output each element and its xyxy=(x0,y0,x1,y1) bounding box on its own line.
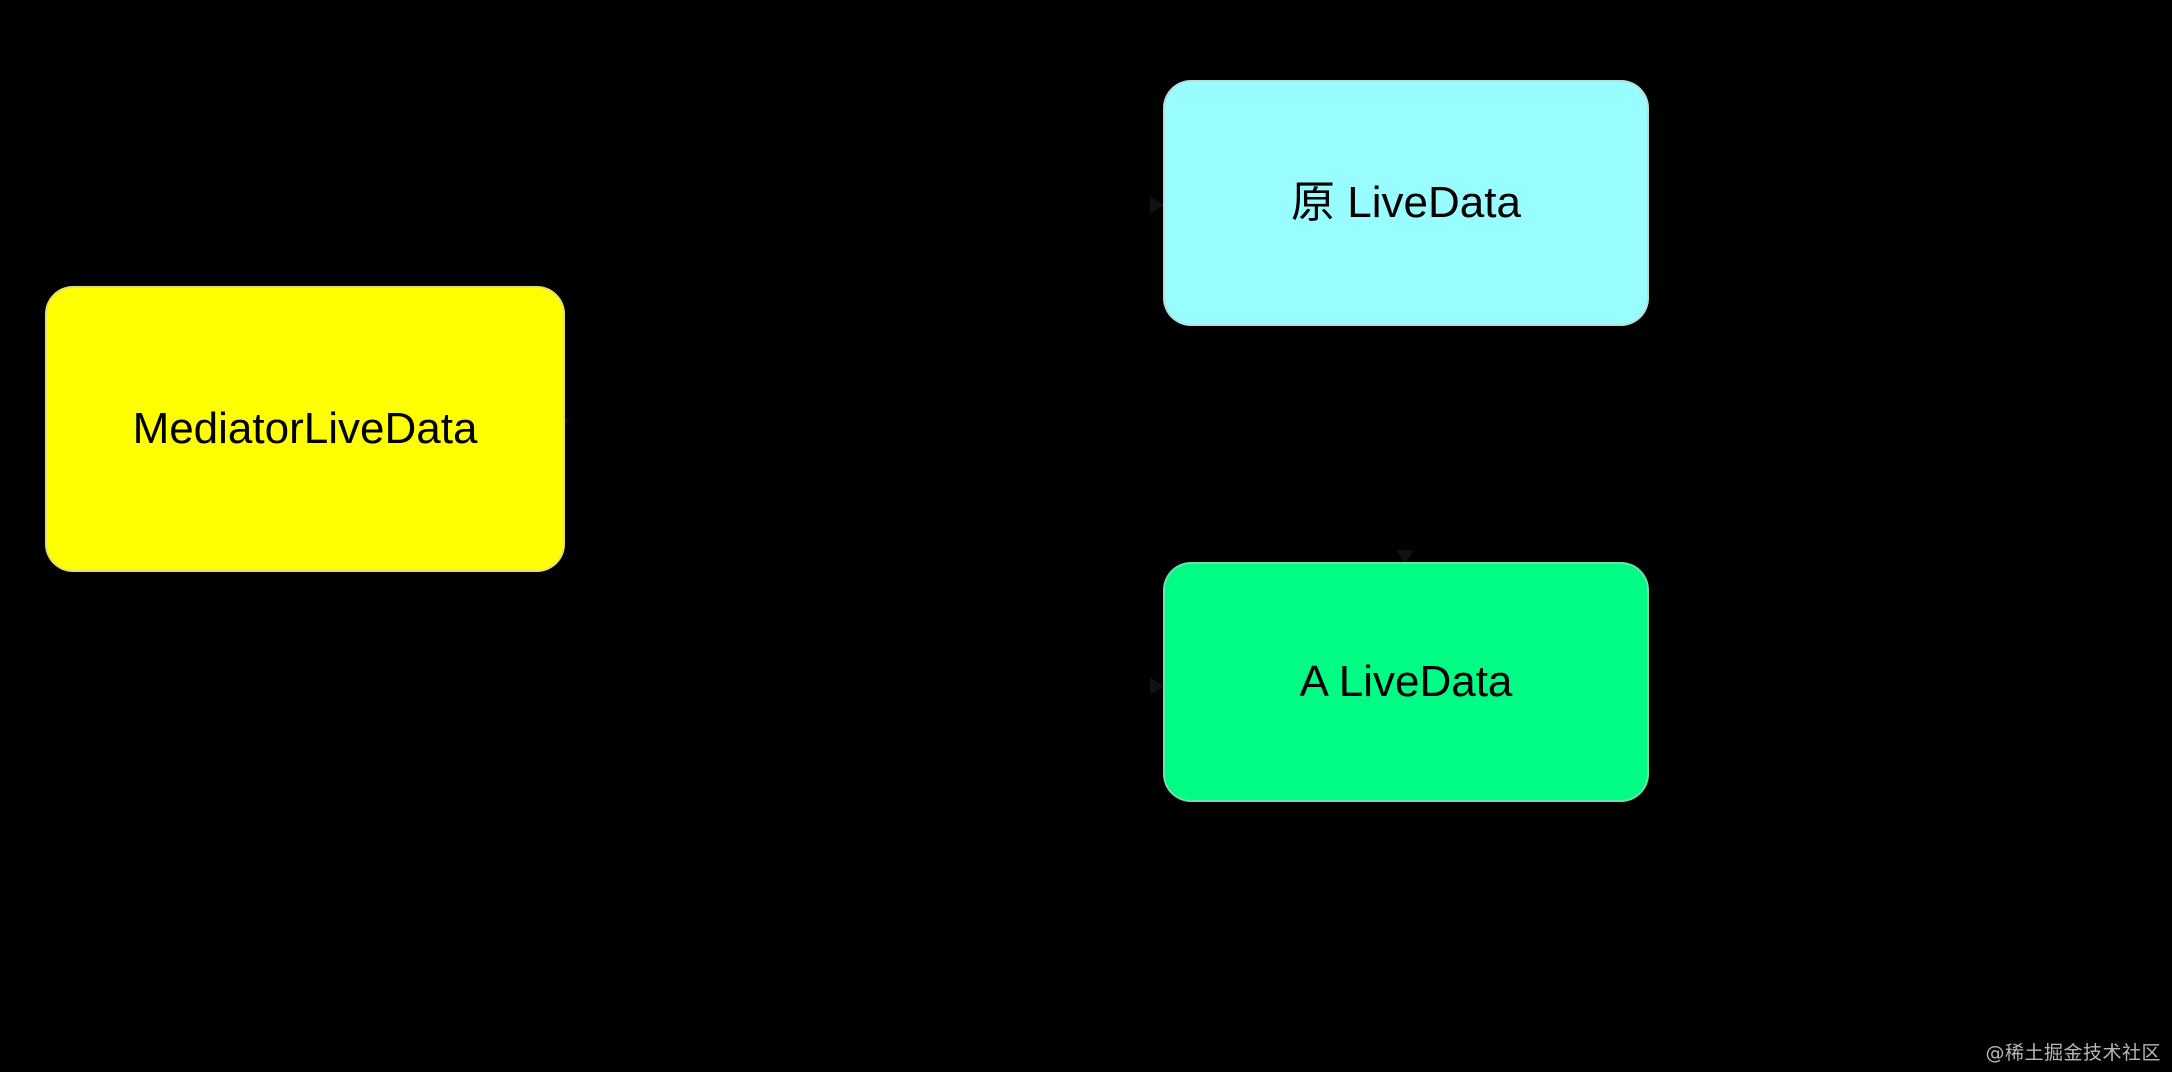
node-a-livedata[interactable]: A LiveData xyxy=(1163,562,1649,802)
arrowhead-source-to-a-icon xyxy=(1396,550,1414,564)
node-mediator-livedata[interactable]: MediatorLiveData xyxy=(45,286,565,572)
edge-mediator-to-a-vertical xyxy=(1164,420,1166,685)
arrowhead-into-source-icon xyxy=(1150,196,1164,214)
node-mediator-livedata-label: MediatorLiveData xyxy=(132,403,478,453)
edge-mediator-to-a-horizontal xyxy=(565,420,1165,422)
arrowhead-into-a-icon xyxy=(1150,677,1164,695)
edge-mediator-to-source-vertical xyxy=(1164,205,1166,421)
edge-source-to-a-vertical xyxy=(1405,326,1407,562)
node-source-livedata[interactable]: 原 LiveData xyxy=(1163,80,1649,326)
watermark: @稀土掘金技术社区 xyxy=(1982,1037,2164,1066)
node-a-livedata-label: A LiveData xyxy=(1299,656,1513,706)
node-source-livedata-label: 原 LiveData xyxy=(1291,177,1521,227)
